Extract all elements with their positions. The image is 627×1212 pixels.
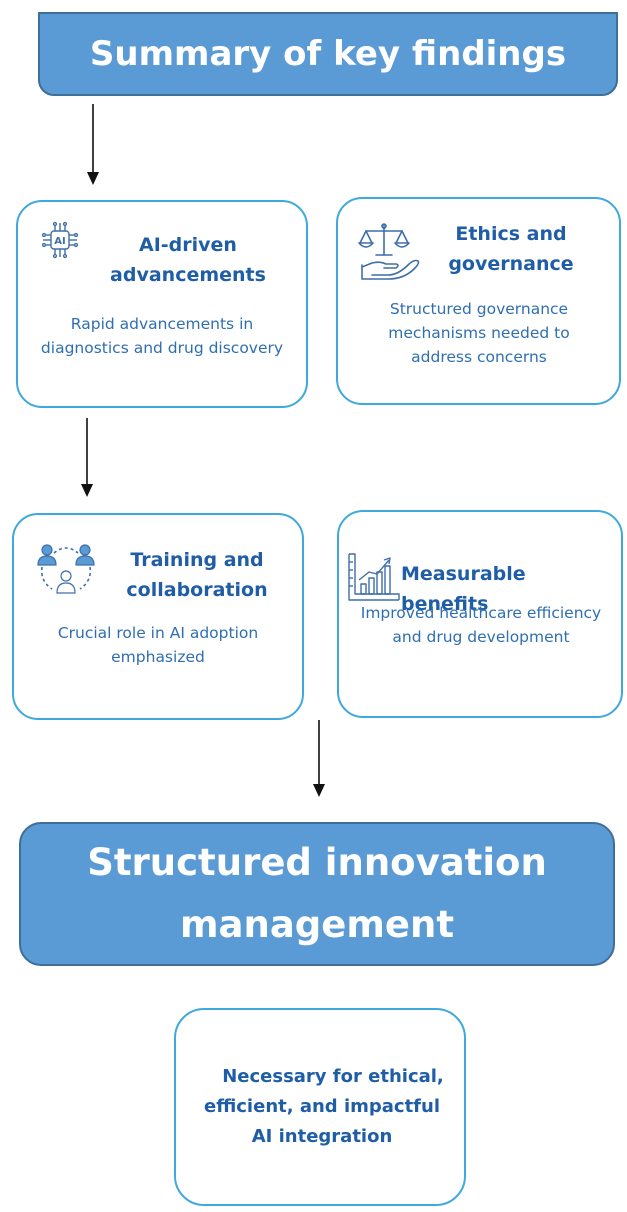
card-title-line: advancements	[110, 264, 266, 286]
conclusion-line: efficient, and impactful	[203, 1096, 440, 1117]
conclusion-line: Necessary for ethical,	[222, 1066, 444, 1087]
conclusion-text: Necessary for ethical, efficient, and im…	[186, 1062, 458, 1152]
card-desc-line: Crucial role in AI adoption	[57, 624, 259, 642]
arrow-down-icon	[313, 720, 325, 797]
card-title-line: Training and	[130, 549, 264, 571]
outcome-title: Structured innovation management	[87, 832, 547, 956]
card-title: Measurable benefits	[401, 559, 601, 619]
conclusion-line: AI integration	[251, 1126, 393, 1147]
card-desc-line: emphasized	[111, 648, 205, 666]
card-description: Structured governance mechanisms needed …	[344, 297, 614, 369]
summary-title: Summary of key findings	[89, 34, 567, 74]
summary-banner: Summary of key findings	[38, 12, 618, 96]
card-desc-line: and drug development	[392, 628, 570, 646]
outcome-banner: Structured innovation management	[19, 822, 615, 966]
scales-in-hand-icon	[358, 223, 420, 280]
arrow-down-icon	[87, 104, 99, 185]
card-desc-line: diagnostics and drug discovery	[40, 339, 284, 357]
card-ethics-governance: Ethics and governance Structured governa…	[336, 197, 621, 405]
growth-chart-icon	[348, 553, 400, 601]
card-ai-advancements: AI AI-driven advancements Rapid advancem…	[16, 200, 308, 408]
card-title: Ethics and governance	[426, 219, 596, 279]
card-training-collaboration: Training and collaboration Crucial role …	[12, 513, 304, 720]
card-title-line: AI-driven	[139, 234, 237, 256]
card-title-line: collaboration	[126, 579, 268, 601]
outcome-title-line: management	[179, 903, 455, 946]
card-title: AI-driven advancements	[88, 230, 288, 290]
card-desc-line: mechanisms needed to	[388, 324, 570, 342]
card-title-line: Ethics and	[455, 223, 567, 245]
card-desc-line: Rapid advancements in	[70, 315, 254, 333]
card-desc-line: Structured governance	[389, 300, 569, 318]
ai-chip-icon: AI	[41, 221, 79, 259]
card-description: Improved healthcare efficiency and drug …	[341, 601, 621, 649]
card-desc-line: Improved healthcare efficiency	[360, 604, 602, 622]
team-network-icon	[37, 544, 95, 594]
outcome-title-line: Structured innovation	[87, 841, 547, 884]
card-measurable-benefits: Measurable benefits Improved healthcare …	[337, 510, 623, 718]
arrow-down-icon	[81, 418, 93, 497]
card-title-line: governance	[448, 253, 574, 275]
svg-text:AI: AI	[54, 236, 65, 247]
conclusion-card: Necessary for ethical, efficient, and im…	[174, 1008, 466, 1206]
card-description: Crucial role in AI adoption emphasized	[20, 621, 296, 669]
card-description: Rapid advancements in diagnostics and dr…	[24, 312, 300, 360]
card-title-line: Measurable benefits	[401, 563, 526, 615]
card-desc-line: address concerns	[411, 348, 547, 366]
card-title: Training and collaboration	[102, 545, 292, 605]
